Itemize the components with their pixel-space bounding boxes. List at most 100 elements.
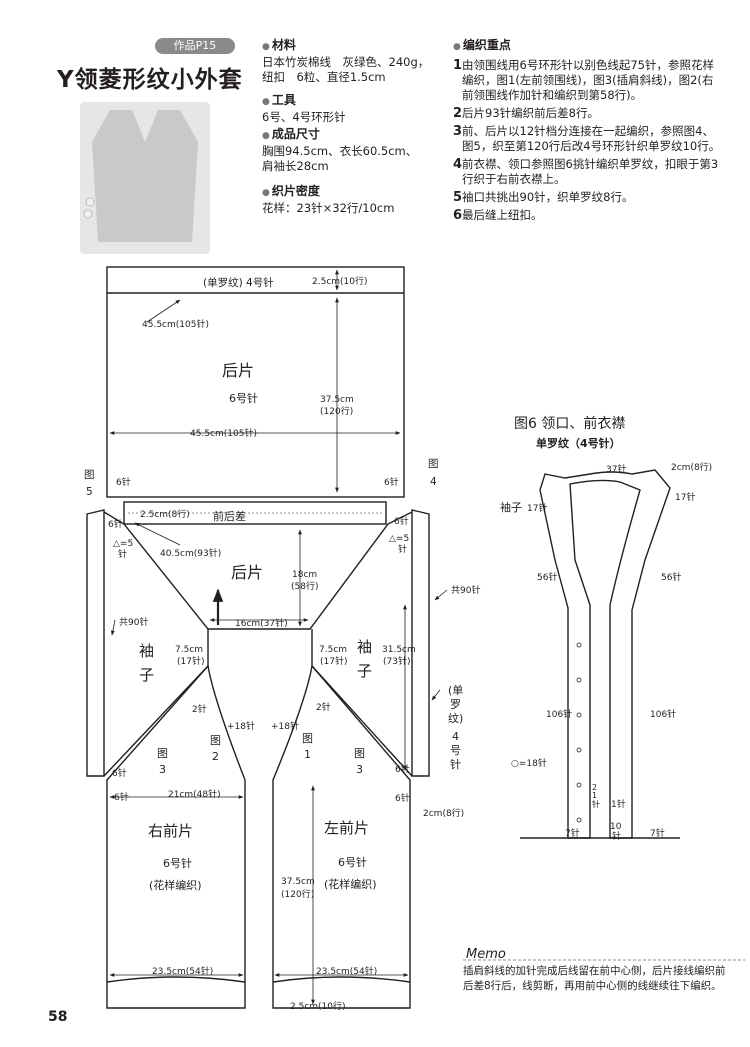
fig6-1-stitch: 1针 — [611, 798, 626, 810]
raglan-width: 40.5cm(93针) — [160, 547, 221, 559]
tools-section: 工具 6号、4号环形针 — [262, 93, 346, 125]
step-number: 3 — [453, 124, 463, 139]
fig2-number: 2 — [212, 750, 219, 763]
garment-photo — [80, 102, 210, 254]
back-needle: 6号针 — [229, 391, 258, 405]
back-length-cm: 37.5cm — [320, 395, 354, 405]
sleeve-rib-label: 罗 — [450, 698, 461, 711]
size-section: 成品尺寸 胸围94.5cm、衣长60.5cm、 肩袖长28cm — [262, 127, 417, 174]
sleeve-right-label: 子 — [357, 662, 372, 680]
fig6-106-right: 106针 — [650, 708, 676, 720]
step-text: 最后缝上纽扣。 — [462, 208, 543, 222]
size-line: 胸围94.5cm、衣长60.5cm、 — [262, 144, 418, 158]
fig6-title: 图6 领口、前衣襟 — [514, 415, 625, 432]
sleeve-top-left-st: (17针) — [177, 655, 204, 667]
gauge-section: 织片密度 花样：23针×32行/10cm — [262, 184, 394, 216]
step-text: 前、后片以12针档分连接在一起编织，参照图4、 图5，织至第120行后改4号环形… — [462, 124, 721, 153]
fig6-21-stitches: 2 — [592, 783, 597, 792]
delta-5-unit: 针 — [398, 543, 407, 555]
sleeve-length-st: (73针) — [383, 655, 410, 667]
left-front-title: 左前片 — [324, 819, 369, 837]
delta-5-unit: 针 — [118, 548, 127, 560]
raglan-yoke-outline — [103, 511, 413, 630]
step-number: 4 — [453, 157, 463, 172]
stitch-count-6: 6针 — [108, 518, 123, 530]
stitch-count-6: 6针 — [112, 767, 127, 779]
left-front-panel-outline — [272, 664, 411, 1009]
fig6-collar-outline — [539, 469, 671, 839]
tools-heading: 工具 — [262, 93, 346, 110]
cuff-total-left: 共90针 — [119, 616, 148, 628]
step-number: 6 — [453, 208, 463, 223]
fig5-number: 5 — [86, 486, 93, 498]
step-text: 由领围线用6号环形针以别色线起75针，参照花样 编织，图1(左前领围线)，图3(… — [462, 58, 714, 102]
right-front-panel-outline — [106, 664, 246, 1009]
step-text: 后片93针编织前后差8行。 — [462, 106, 599, 120]
back-panel-outline — [106, 266, 405, 498]
fig6-sleeve-right-stitches: 17针 — [675, 491, 695, 503]
sleeve-rib-label: 号 — [450, 744, 461, 757]
sleeve-rib-label: 4 — [452, 730, 459, 743]
decrease-2-left: 2针 — [192, 703, 207, 715]
front-width: 21cm(48针) — [168, 788, 221, 800]
stitch-count-6: 6针 — [114, 791, 129, 803]
fig3-right-number: 3 — [356, 763, 363, 776]
front-back-diff-band — [123, 501, 387, 525]
front-back-diff-rows: 2.5cm(8行) — [140, 508, 190, 520]
step-number: 2 — [453, 106, 463, 121]
work-badge: 作品P15 — [155, 38, 235, 54]
cuff-total-right: 共90针 — [451, 584, 480, 596]
back-length-rows: (120行) — [320, 405, 353, 417]
sleeve-top-right-st: (17针) — [320, 655, 347, 667]
right-front-needle: 6号针 — [163, 856, 192, 870]
fig6-56-right: 56针 — [661, 571, 681, 583]
increase-18-left: +18针 — [227, 720, 255, 732]
sleeve-left-label: 袖 — [139, 642, 154, 660]
front-length-cm: 37.5cm — [281, 877, 315, 887]
fig4-number: 4 — [430, 476, 437, 488]
stitch-count-6: 6针 — [395, 792, 410, 804]
fig6-56-left: 56针 — [537, 571, 557, 583]
right-front-bottom: 23.5cm(54针) — [152, 965, 213, 977]
sleeve-rib-label: 纹) — [448, 711, 463, 725]
fig5-label: 图 — [84, 469, 95, 481]
sleeve-top-left-cm: 7.5cm — [175, 645, 203, 655]
fig3-left-number: 3 — [159, 763, 166, 776]
fig3-right-label: 图 — [354, 747, 365, 760]
raglan-back-title: 后片 — [231, 563, 263, 582]
increase-18-right: +18针 — [271, 720, 299, 732]
right-front-pattern: (花样编织) — [149, 878, 202, 892]
fig6-10-stitches: 针 — [612, 830, 621, 842]
gauge-line: 花样：23针×32行/10cm — [262, 201, 395, 215]
back-width-top: 45.5cm(105针) — [142, 318, 209, 330]
fig6-21-stitches: 1 — [592, 791, 597, 800]
raglan-height-rows: (58行) — [291, 580, 318, 592]
back-rib-rows: 2.5cm(10行) — [312, 275, 368, 287]
schematic-dimension-lines — [109, 269, 448, 1005]
left-front-pattern: (花样编织) — [324, 877, 377, 891]
front-hem-rows: 2cm(8行) — [423, 807, 464, 819]
left-front-bottom: 23.5cm(54针) — [316, 965, 377, 977]
garment-photo-illustration — [83, 110, 198, 242]
page-number: 58 — [48, 1009, 68, 1025]
decrease-2-right: 2针 — [316, 701, 331, 713]
materials-section: 材料 日本竹炭棉线 灰绿色、240g， 纽扣 6粒、直径1.5cm — [262, 38, 429, 85]
sleeve-rib-label: (单 — [448, 684, 463, 697]
fig6-7-right: 7针 — [650, 827, 665, 839]
fig4-label: 图 — [428, 458, 439, 470]
left-sleeve-cuff — [86, 509, 105, 777]
front-rib-rows: 2.5cm(10行) — [290, 1000, 346, 1012]
size-heading: 成品尺寸 — [262, 127, 417, 144]
fig6-band-rows: 2cm(8行) — [671, 461, 712, 473]
fig6-sleeve-label: 袖子 — [500, 500, 522, 514]
sleeve-top-right-cm: 7.5cm — [319, 645, 347, 655]
front-length-rows: (120行) — [281, 888, 314, 900]
fig6-10-stitches: 10 — [610, 822, 622, 832]
fig6-legend: ○=18针 — [511, 757, 547, 769]
gauge-heading: 织片密度 — [262, 184, 394, 201]
